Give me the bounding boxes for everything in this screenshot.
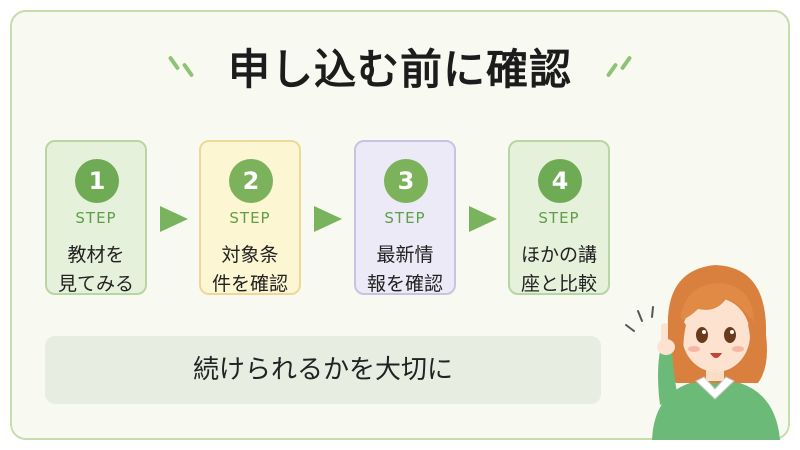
woman-pointing-illustration: [625, 265, 780, 440]
step-text-line-2: 報を確認: [366, 273, 443, 295]
step-text-line-1: 最新情: [376, 244, 434, 266]
arrow-right-icon: [160, 206, 188, 232]
step-number: 3: [384, 159, 428, 203]
step-label: STEP: [75, 209, 117, 227]
arrow-right-icon: [469, 206, 497, 232]
step-text-line-1: ほかの講: [520, 244, 597, 266]
step-number: 1: [75, 159, 119, 203]
step-card-4: 4 STEP ほかの講 座と比較: [508, 140, 610, 295]
step-text-line-1: 対象条: [221, 244, 279, 266]
step-text-line-2: 座と比較: [520, 273, 597, 295]
page-title: 申し込む前に確認: [227, 45, 572, 94]
step-label: STEP: [538, 209, 580, 227]
step-label: STEP: [229, 209, 271, 227]
step-card-1: 1 STEP 教材を 見てみる: [45, 140, 147, 295]
step-text-line-1: 教材を: [67, 244, 125, 266]
step-label: STEP: [384, 209, 426, 227]
step-text-line-2: 件を確認: [211, 273, 288, 295]
step-card-2: 2 STEP 対象条 件を確認: [199, 140, 301, 295]
message-banner: 続けられるかを大切に: [45, 336, 601, 404]
step-number: 4: [538, 159, 582, 203]
step-text-line-2: 見てみる: [57, 273, 134, 295]
arrow-right-icon: [314, 206, 342, 232]
step-number: 2: [229, 159, 273, 203]
step-card-3: 3 STEP 最新情 報を確認: [354, 140, 456, 295]
